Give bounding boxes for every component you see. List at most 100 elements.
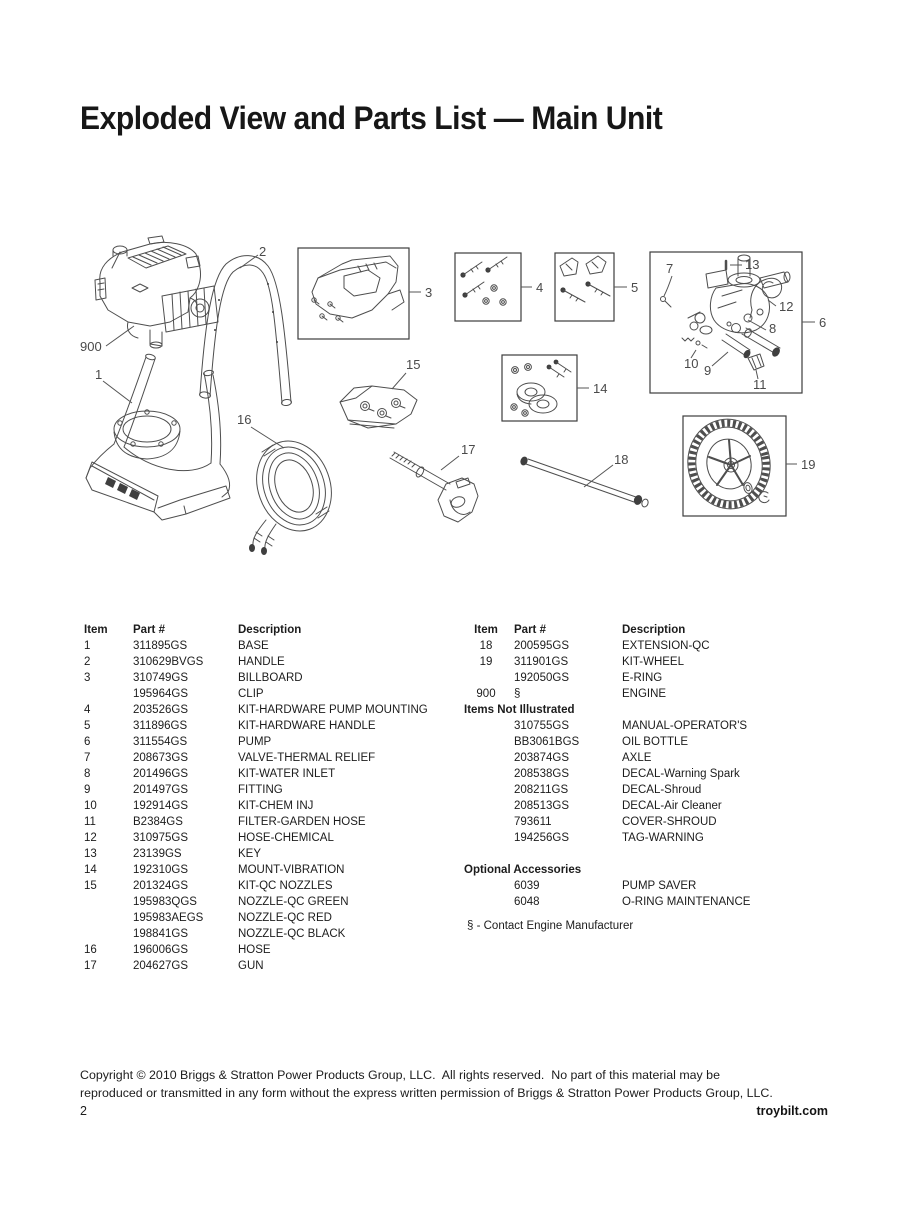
part-cell: 793611 bbox=[514, 816, 552, 828]
copyright-line-2: reproduced or transmitted in any form wi… bbox=[80, 1086, 773, 1100]
callout-13: 13 bbox=[745, 257, 759, 272]
desc-cell: KIT-QC NOZZLES bbox=[238, 880, 333, 892]
item-cell: 7 bbox=[84, 752, 91, 764]
desc-cell: KIT-WHEEL bbox=[622, 656, 684, 668]
vibration-mount-box bbox=[501, 354, 578, 422]
callout-900: 900 bbox=[80, 339, 102, 354]
desc-cell: BASE bbox=[238, 640, 269, 652]
item-cell: 18 bbox=[479, 640, 493, 652]
part-cell: 195983AEGS bbox=[133, 912, 204, 924]
item-cell: 17 bbox=[84, 960, 97, 972]
hose-drawing bbox=[249, 440, 332, 555]
item-cell bbox=[84, 926, 133, 942]
item-cell: 14 bbox=[84, 864, 97, 876]
part-cell: 201496GS bbox=[133, 768, 188, 780]
desc-cell: TAG-WARNING bbox=[622, 832, 704, 844]
callout-17: 17 bbox=[461, 442, 475, 457]
part-cell: 201324GS bbox=[133, 880, 188, 892]
item-cell bbox=[458, 670, 514, 686]
part-cell: 311895GS bbox=[133, 640, 188, 652]
item-cell: 6 bbox=[84, 736, 91, 748]
desc-cell: FILTER-GARDEN HOSE bbox=[238, 816, 366, 828]
part-cell: 310755GS bbox=[514, 720, 569, 732]
part-cell: 310975GS bbox=[133, 832, 188, 844]
part-header: Part # bbox=[133, 624, 165, 636]
hardware-pump-kit-box bbox=[454, 252, 522, 322]
part-cell: 192050GS bbox=[514, 672, 569, 684]
desc-cell: O-RING MAINTENANCE bbox=[622, 896, 751, 908]
callout-8: 8 bbox=[769, 321, 776, 336]
billboard-box bbox=[297, 247, 410, 340]
desc-cell: PUMP SAVER bbox=[622, 880, 697, 892]
desc-cell: HANDLE bbox=[238, 656, 285, 668]
item-cell: 10 bbox=[84, 800, 97, 812]
desc-cell: ENGINE bbox=[622, 688, 667, 700]
base-frame-drawing bbox=[85, 353, 231, 521]
item-header: Item bbox=[474, 624, 498, 636]
desc-cell: NOZZLE-QC GREEN bbox=[238, 896, 349, 908]
desc-cell: NOZZLE-QC BLACK bbox=[238, 928, 346, 940]
part-cell: 192914GS bbox=[133, 800, 188, 812]
part-cell: 203526GS bbox=[133, 704, 188, 716]
wheel-kit-box bbox=[682, 415, 787, 517]
desc-cell: HOSE bbox=[238, 944, 271, 956]
part-cell: 311554GS bbox=[133, 736, 188, 748]
desc-cell: DECAL-Warning Spark bbox=[622, 768, 740, 780]
part-cell: 204627GS bbox=[133, 960, 188, 972]
callout-7: 7 bbox=[666, 261, 673, 276]
item-cell: 19 bbox=[479, 656, 493, 668]
item-cell: 900 bbox=[476, 688, 496, 700]
callout-6: 6 bbox=[819, 315, 826, 330]
table-row: 793611 COVER-SHROUD bbox=[458, 814, 840, 830]
item-cell: 9 bbox=[84, 784, 91, 796]
item-cell: 5 bbox=[84, 720, 91, 732]
item-cell: 3 bbox=[84, 672, 91, 684]
callout-2: 2 bbox=[259, 244, 266, 259]
part-cell: 201497GS bbox=[133, 784, 188, 796]
desc-cell: KIT-HARDWARE PUMP MOUNTING bbox=[238, 704, 428, 716]
callout-10: 10 bbox=[684, 356, 698, 371]
gun-drawing bbox=[389, 451, 479, 523]
callout-3: 3 bbox=[425, 285, 432, 300]
part-cell: 208538GS bbox=[514, 768, 569, 780]
desc-cell: KIT-CHEM INJ bbox=[238, 800, 314, 812]
part-cell: 208513GS bbox=[514, 800, 569, 812]
desc-cell: COVER-SHROUD bbox=[622, 816, 717, 828]
leader-2 bbox=[239, 254, 259, 269]
engine-footnote: § - Contact Engine Manufacturer bbox=[467, 920, 634, 932]
hardware-handle-kit-box bbox=[554, 252, 615, 322]
part-cell: 194256GS bbox=[514, 832, 569, 844]
section-optional-accessories: Optional Accessories bbox=[464, 864, 582, 876]
desc-cell: DECAL-Shroud bbox=[622, 784, 702, 796]
part-cell: 196006GS bbox=[133, 944, 188, 956]
callout-1: 1 bbox=[95, 367, 102, 382]
part-cell: 203874GS bbox=[514, 752, 569, 764]
desc-cell: OIL BOTTLE bbox=[622, 736, 689, 748]
handle-drawing bbox=[199, 255, 292, 407]
part-cell: 192310GS bbox=[133, 864, 188, 876]
desc-cell: CLIP bbox=[238, 688, 264, 700]
engine-drawing bbox=[94, 235, 219, 349]
desc-cell: E-RING bbox=[622, 672, 663, 684]
desc-cell: EXTENSION-QC bbox=[622, 640, 710, 652]
table-row: 192050GS E-RING bbox=[458, 670, 840, 686]
item-cell: 2 bbox=[84, 656, 91, 668]
leader-900 bbox=[105, 325, 135, 347]
desc-cell: BILLBOARD bbox=[238, 672, 303, 684]
